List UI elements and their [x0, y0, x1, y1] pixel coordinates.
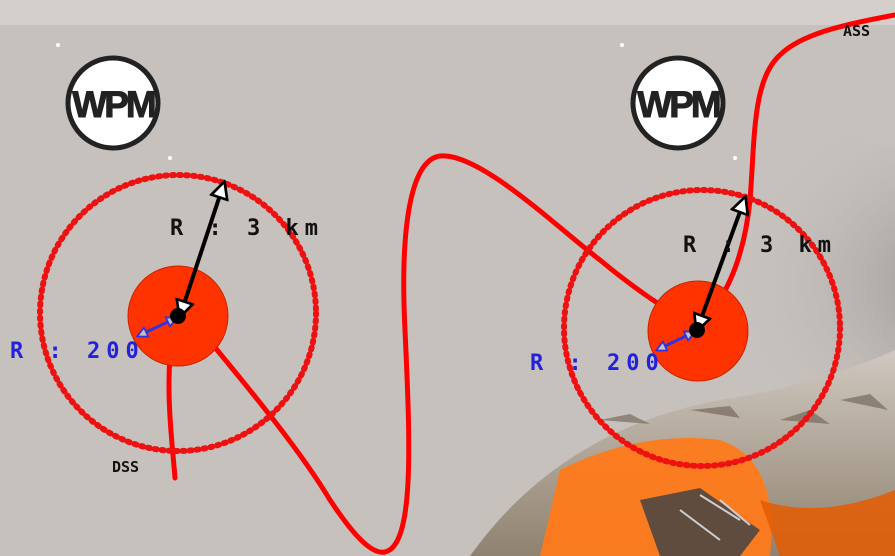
- wpm-badge-left: WPM: [65, 55, 161, 151]
- outer-radius-arrow: [180, 183, 224, 316]
- badge-ring: [630, 55, 726, 151]
- waypoint-center-dot: [689, 322, 705, 338]
- wpm-badge-right: WPM: [630, 55, 726, 151]
- start-label: DSS: [112, 458, 139, 476]
- outer-radius-circle: [561, 187, 843, 469]
- outer-radius-arrow: [697, 198, 745, 330]
- vehicle-frame: [679, 494, 751, 541]
- badge-text: WPM: [72, 84, 155, 125]
- outer-radius-label-left: R : 3 km: [170, 216, 324, 241]
- waypoint-right: [561, 187, 843, 469]
- vehicle-rear: [760, 490, 895, 556]
- sparkle-dots: [56, 43, 737, 160]
- vehicle-window: [640, 488, 760, 556]
- end-label: ASS: [843, 22, 870, 40]
- inner-radius-arrow: [138, 318, 176, 336]
- badge-ring: [65, 55, 161, 151]
- inner-radius-arrow: [657, 332, 694, 350]
- ground-cracks: [600, 394, 888, 424]
- outer-radius-circle: [37, 172, 319, 454]
- badge-text: WPM: [637, 84, 720, 125]
- outer-radius-label-right: R : 3 km: [683, 233, 837, 258]
- inner-radius-label-left: R : 200: [10, 339, 145, 364]
- waypoint-center-dot: [170, 308, 186, 324]
- inner-radius-label-right: R : 200: [530, 351, 665, 376]
- waypoint-left: [37, 172, 319, 454]
- top-haze: [0, 0, 895, 25]
